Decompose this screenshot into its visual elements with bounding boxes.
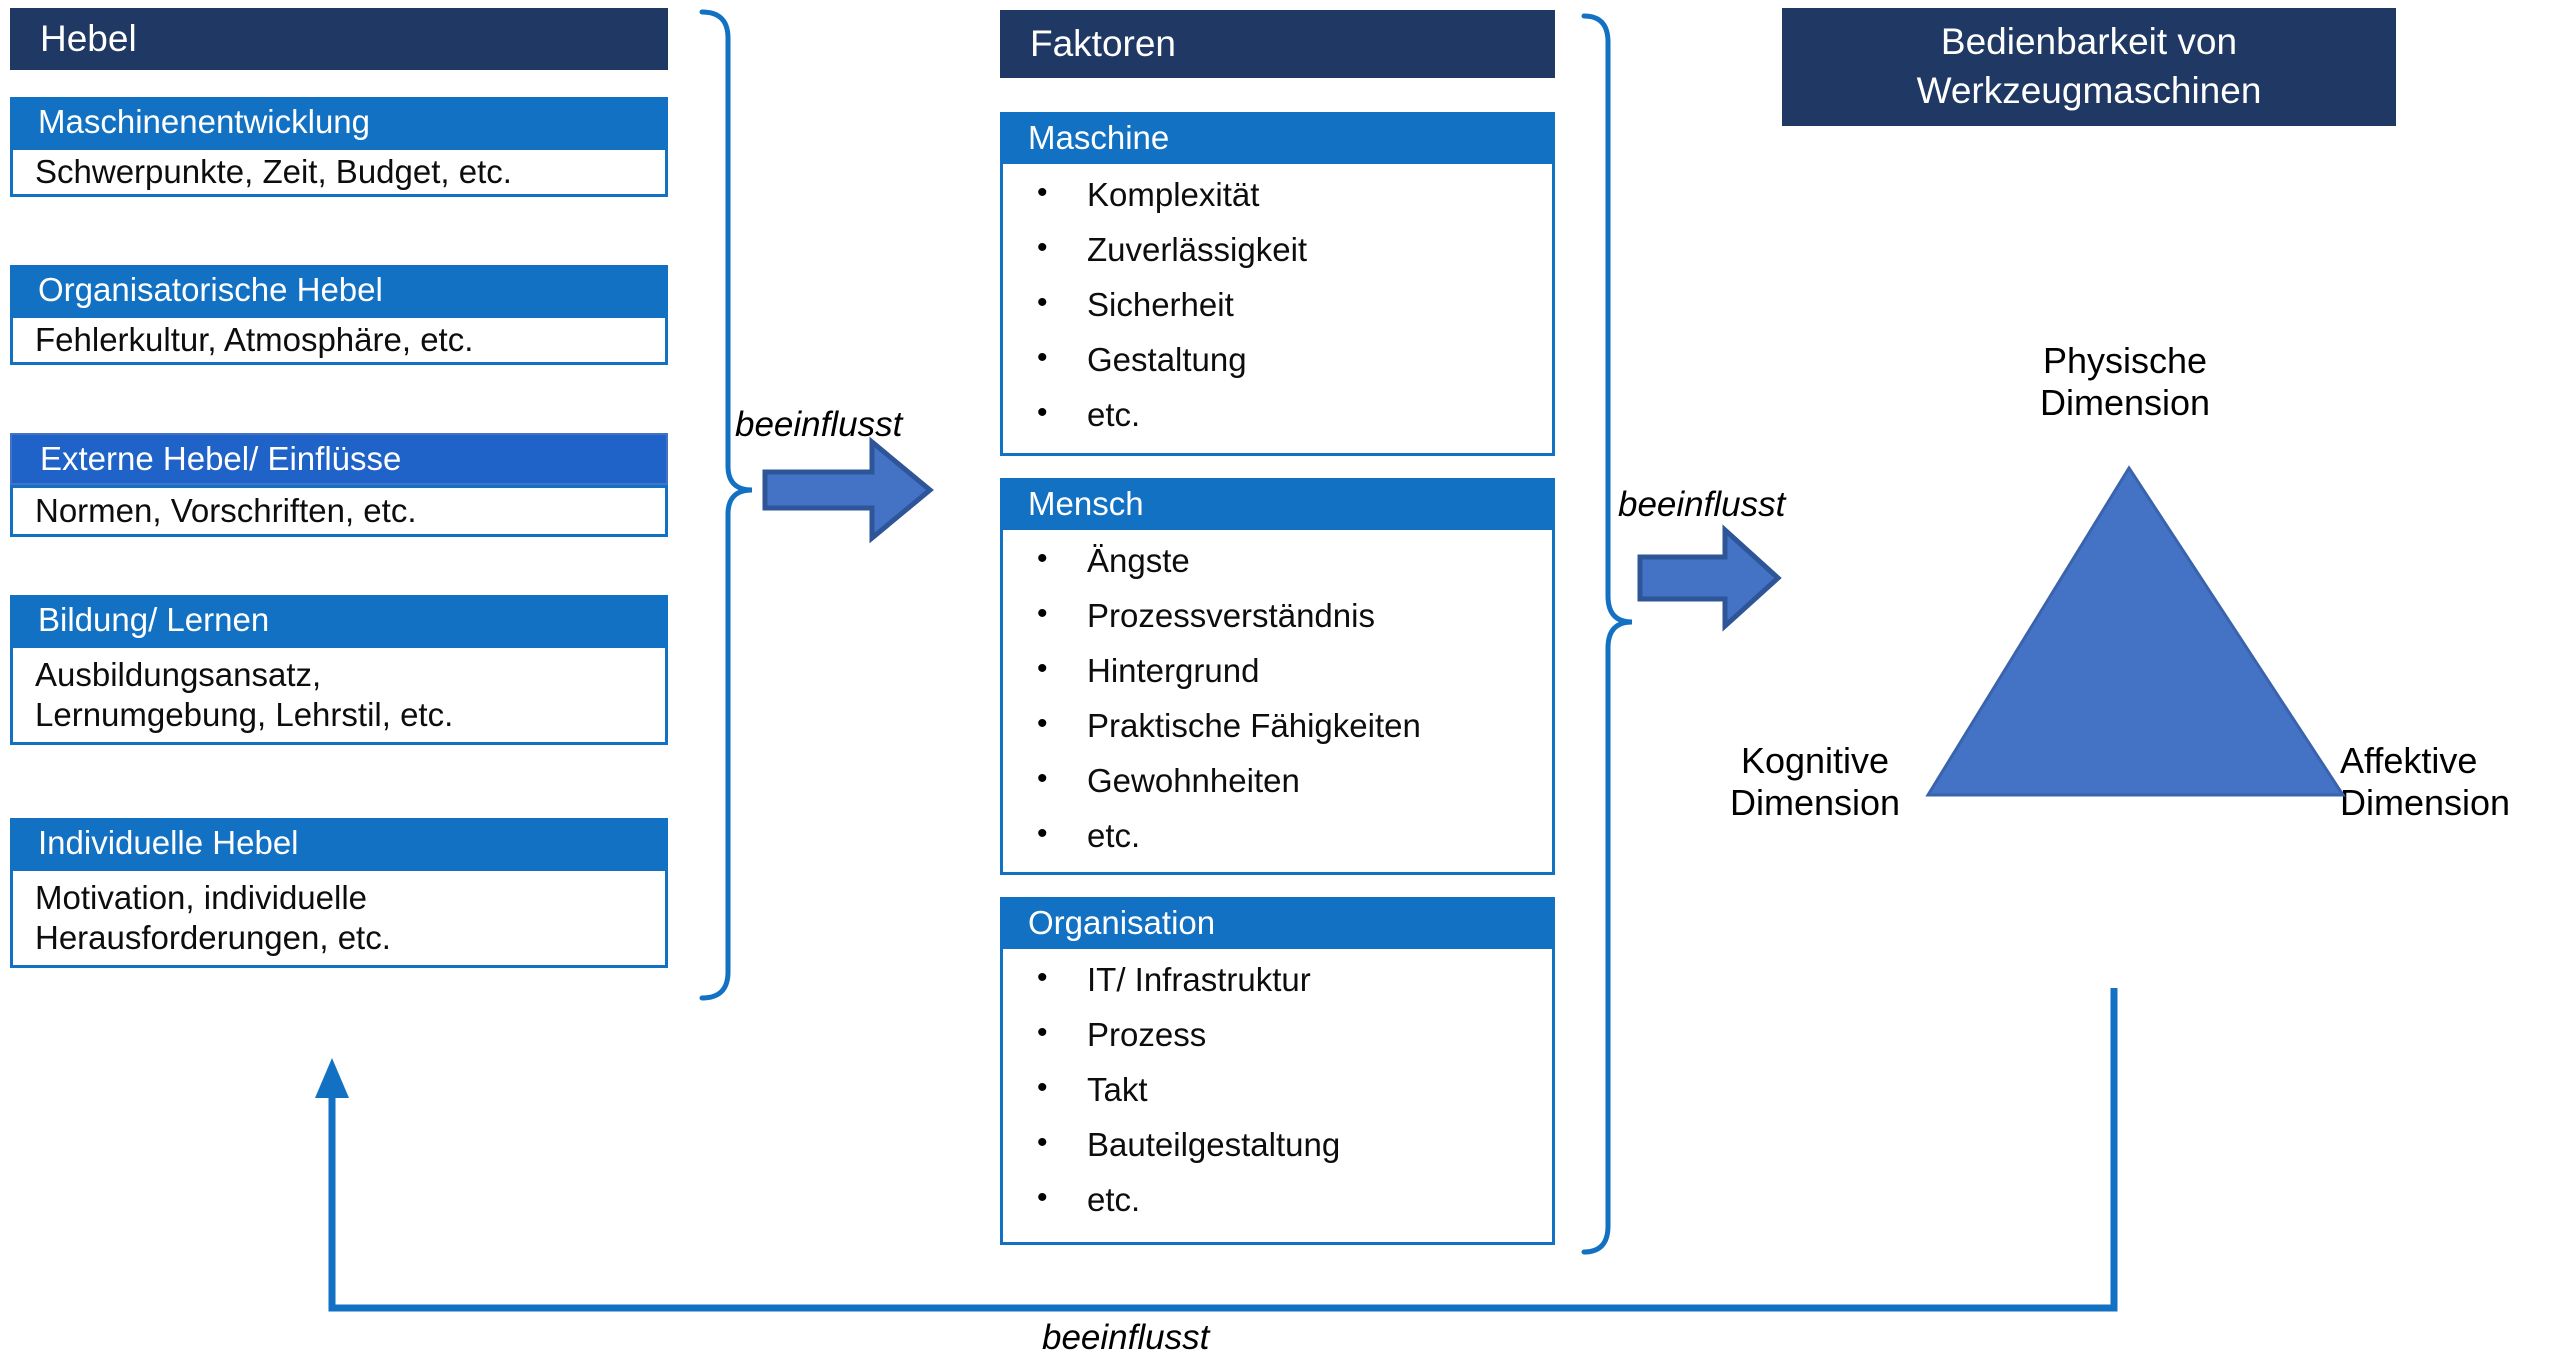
dimension-triangle	[1925, 465, 2346, 797]
bullet-icon: •	[1037, 1071, 1048, 1104]
lever-header-externe-hebel: Externe Hebel/ Einflüsse	[10, 433, 668, 485]
bullet-icon: •	[1037, 817, 1048, 850]
list-item: •Sicherheit	[1037, 286, 1234, 323]
lever-body-text: Ausbildungsansatz, Lernumgebung, Lehrsti…	[35, 655, 454, 733]
list-item: •etc.	[1037, 396, 1141, 433]
list-item: •Takt	[1037, 1071, 1148, 1108]
list-item: •etc.	[1037, 1181, 1141, 1218]
bullet-icon: •	[1037, 286, 1048, 319]
lever-body-individuelle-hebel: Motivation, individuelle Herausforderung…	[10, 868, 668, 968]
bullet-icon: •	[1037, 341, 1048, 374]
left-column-header: Hebel	[10, 8, 668, 70]
triangle-label-right: Affektive Dimension	[2340, 740, 2511, 824]
bullet-icon: •	[1037, 396, 1048, 429]
bullet-icon: •	[1037, 1126, 1048, 1159]
lever-header-organisatorische-hebel: Organisatorische Hebel	[10, 265, 668, 315]
factor-body-mensch: •Ängste •Prozessverständnis •Hintergrund…	[1000, 530, 1555, 875]
list-item: •etc.	[1037, 817, 1141, 854]
list-item: •Prozessverständnis	[1037, 597, 1375, 634]
bullet-icon: •	[1037, 597, 1048, 630]
lever-body-text: Fehlerkultur, Atmosphäre, etc.	[35, 320, 474, 358]
bullet-icon: •	[1037, 1181, 1048, 1214]
bullet-icon: •	[1037, 1016, 1048, 1049]
lever-title: Individuelle Hebel	[38, 823, 299, 861]
lever-body-maschinenentwicklung: Schwerpunkte, Zeit, Budget, etc.	[10, 147, 668, 197]
middle-column-header-label: Faktoren	[1030, 22, 1177, 64]
arrow-label-1: beeinflusst	[735, 405, 903, 444]
influence-arrow-2	[1637, 524, 1782, 632]
factor-body-organisation: •IT/ Infrastruktur •Prozess •Takt •Baute…	[1000, 949, 1555, 1245]
feedback-loop-arrowhead	[315, 1058, 349, 1098]
list-item: •Ängste	[1037, 542, 1190, 579]
left-column-header-label: Hebel	[40, 17, 137, 59]
bullet-icon: •	[1037, 762, 1048, 795]
list-item: •Prozess	[1037, 1016, 1207, 1053]
lever-header-individuelle-hebel: Individuelle Hebel	[10, 818, 668, 868]
triangle-label-left: Kognitive Dimension	[1729, 740, 1901, 824]
middle-column-header: Faktoren	[1000, 10, 1555, 78]
bracket-right	[1581, 13, 1633, 1255]
lever-body-organisatorische-hebel: Fehlerkultur, Atmosphäre, etc.	[10, 315, 668, 365]
bullet-icon: •	[1037, 176, 1048, 209]
lever-body-externe-hebel: Normen, Vorschriften, etc.	[10, 485, 668, 537]
bullet-icon: •	[1037, 231, 1048, 264]
list-item: •IT/ Infrastruktur	[1037, 961, 1311, 998]
list-item: •Komplexität	[1037, 176, 1260, 213]
lever-title: Organisatorische Hebel	[38, 270, 383, 308]
list-item: •Gewohnheiten	[1037, 762, 1300, 799]
list-item: •Bauteilgestaltung	[1037, 1126, 1341, 1163]
right-column-header-label: Bedienbarkeit von Werkzeugmaschinen	[1916, 21, 2262, 111]
factor-title: Organisation	[1028, 903, 1216, 941]
lever-body-text: Normen, Vorschriften, etc.	[35, 491, 417, 529]
right-column-header: Bedienbarkeit von Werkzeugmaschinen	[1782, 8, 2396, 126]
feedback-label: beeinflusst	[1042, 1318, 1210, 1357]
lever-body-text: Schwerpunkte, Zeit, Budget, etc.	[35, 152, 512, 190]
influence-arrow-1	[762, 436, 934, 544]
lever-body-text: Motivation, individuelle Herausforderung…	[35, 878, 391, 956]
bullet-icon: •	[1037, 961, 1048, 994]
factor-title: Mensch	[1028, 484, 1144, 522]
lever-title: Bildung/ Lernen	[38, 600, 270, 638]
bullet-icon: •	[1037, 707, 1048, 740]
triangle-label-top: Physische Dimension	[2039, 340, 2211, 424]
list-item: •Praktische Fähigkeiten	[1037, 707, 1421, 744]
factor-header-organisation: Organisation	[1000, 897, 1555, 949]
bullet-icon: •	[1037, 542, 1048, 575]
factor-header-maschine: Maschine	[1000, 112, 1555, 164]
lever-title: Maschinenentwicklung	[38, 102, 371, 140]
list-item: •Gestaltung	[1037, 341, 1247, 378]
factor-title: Maschine	[1028, 118, 1170, 156]
factor-body-maschine: •Komplexität •Zuverlässigkeit •Sicherhei…	[1000, 164, 1555, 456]
list-item: •Zuverlässigkeit	[1037, 231, 1308, 268]
arrow-label-2: beeinflusst	[1618, 485, 1786, 524]
list-item: •Hintergrund	[1037, 652, 1260, 689]
bullet-icon: •	[1037, 652, 1048, 685]
factor-header-mensch: Mensch	[1000, 478, 1555, 530]
lever-header-bildung-lernen: Bildung/ Lernen	[10, 595, 668, 645]
lever-title: Externe Hebel/ Einflüsse	[40, 439, 402, 477]
lever-header-maschinenentwicklung: Maschinenentwicklung	[10, 97, 668, 147]
bracket-left	[699, 9, 753, 1001]
lever-body-bildung-lernen: Ausbildungsansatz, Lernumgebung, Lehrsti…	[10, 645, 668, 745]
